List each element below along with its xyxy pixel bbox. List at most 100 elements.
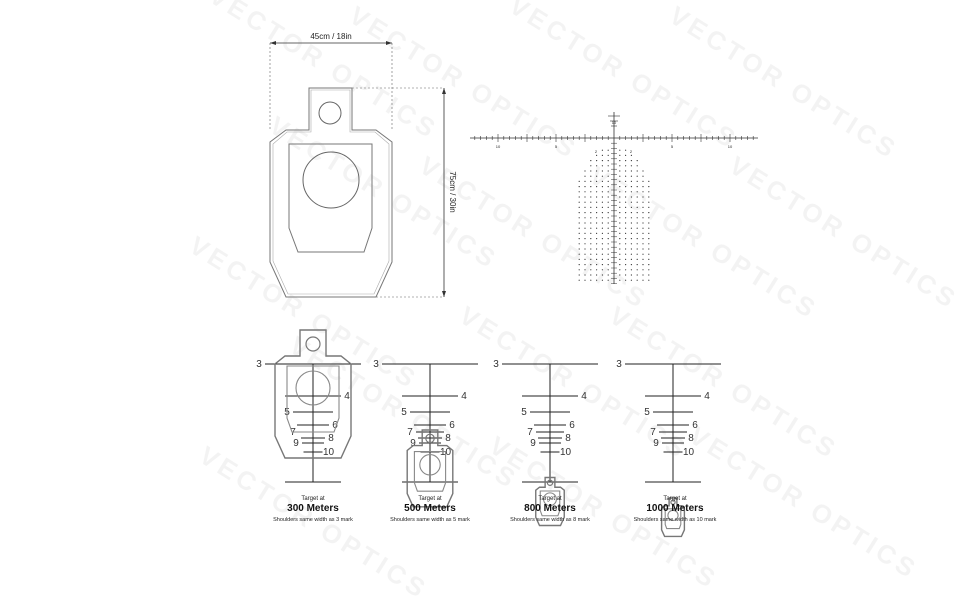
arrow-down-icon xyxy=(442,291,446,297)
reticle-dot xyxy=(648,248,650,250)
reticle-dot xyxy=(601,232,604,234)
reticle-dot xyxy=(619,258,621,260)
reticle-dot xyxy=(607,243,609,245)
reticle-dot xyxy=(601,264,604,266)
reticle-dot xyxy=(648,279,650,281)
reticle-dot xyxy=(578,248,580,250)
reticle-dot xyxy=(584,186,586,188)
reticle-dot xyxy=(596,264,598,266)
reticle-dot xyxy=(584,206,586,208)
reticle-dot xyxy=(619,170,621,172)
reticle-dot xyxy=(636,274,638,276)
reticle-dot xyxy=(578,201,580,203)
reticle-dot xyxy=(648,227,650,229)
reticle-dot xyxy=(642,206,644,208)
reticle-h-number: 5 xyxy=(555,144,558,149)
reticle-dot xyxy=(636,206,638,208)
reticle-dot xyxy=(619,191,621,193)
reticle-top-number: 10 xyxy=(612,120,617,125)
holdover-dots xyxy=(578,149,650,281)
body-circle xyxy=(302,151,360,209)
reticle-dot xyxy=(601,165,604,167)
reticle-dot xyxy=(648,206,650,208)
reticle-dot xyxy=(596,160,598,162)
reticle-dot xyxy=(642,258,644,260)
reticle-dot xyxy=(584,264,586,266)
reticle-dot xyxy=(596,253,598,255)
reticle-dot xyxy=(596,175,598,177)
reticle-dot xyxy=(590,253,592,255)
stadia-mark-label: 8 xyxy=(328,433,334,444)
reticle-dot xyxy=(630,279,633,281)
panel-distance: 300 Meters xyxy=(287,503,339,514)
stadia-mark-label: 3 xyxy=(616,359,622,370)
reticle-dot xyxy=(636,279,638,281)
reticle-dot xyxy=(607,154,609,156)
reticle-dot xyxy=(590,274,592,276)
horizontal-ticks xyxy=(474,134,754,284)
reticle-dot xyxy=(619,196,621,198)
reticle-dot xyxy=(607,149,609,151)
reticle-dot xyxy=(636,253,638,255)
reticle-dot xyxy=(636,222,638,224)
reticle-dot xyxy=(642,248,644,250)
reticle-dot xyxy=(648,201,650,203)
panel-note: Shoulders same width as 5 mark xyxy=(390,517,470,523)
reticle-dot xyxy=(607,248,609,250)
reticle-dot xyxy=(625,232,627,234)
reticle-dot xyxy=(630,253,633,255)
reticle-dot xyxy=(619,253,621,255)
stadia-mark-label: 7 xyxy=(407,427,413,438)
reticle-dot xyxy=(607,175,609,177)
reticle-dot xyxy=(596,238,598,240)
reticle-dot xyxy=(642,253,644,255)
reticle-dot xyxy=(619,212,621,214)
reticle-dot xyxy=(601,274,604,276)
reticle-dot xyxy=(642,274,644,276)
reticle-dot xyxy=(601,222,604,224)
reticle-dot xyxy=(607,217,609,219)
reticle-dot xyxy=(636,165,638,167)
reticle-dot xyxy=(607,264,609,266)
arrow-right-icon xyxy=(386,41,392,45)
reticle-dot xyxy=(596,154,598,156)
reticle-dot xyxy=(578,243,580,245)
reticle-dot xyxy=(607,201,609,203)
reticle-dot xyxy=(607,269,609,271)
stadia-mark-label: 8 xyxy=(688,433,694,444)
reticle-dot xyxy=(636,264,638,266)
reticle-dot xyxy=(630,227,633,229)
reticle-dot xyxy=(590,238,592,240)
reticle-dot xyxy=(636,180,638,182)
reticle-dot xyxy=(636,258,638,260)
reticle-dot xyxy=(619,238,621,240)
reticle-dot xyxy=(636,196,638,198)
reticle-dot xyxy=(607,165,609,167)
reticle-dot xyxy=(642,217,644,219)
reticle-dot xyxy=(584,253,586,255)
stadia-mark-label: 4 xyxy=(344,391,350,402)
reticle-dot xyxy=(607,196,609,198)
reticle-h-number: 10 xyxy=(496,144,501,149)
reticle-dot xyxy=(625,248,627,250)
reticle-dot xyxy=(601,253,604,255)
panel-target-silhouette xyxy=(660,497,686,538)
stadia-mark-label: 10 xyxy=(323,447,335,458)
reticle-dot xyxy=(578,264,580,266)
reticle-dot xyxy=(590,248,592,250)
panel-distance: 800 Meters xyxy=(524,503,576,514)
reticle-dot xyxy=(642,180,644,182)
stadia-mark-label: 8 xyxy=(565,433,571,444)
reticle-dot xyxy=(619,269,621,271)
reticle-dot xyxy=(625,160,627,162)
reticle-h-number: 5 xyxy=(671,144,674,149)
reticle-dot xyxy=(590,232,592,234)
reticle-dot xyxy=(630,191,633,193)
reticle-dot xyxy=(648,196,650,198)
reticle-dot xyxy=(619,165,621,167)
reticle-dot xyxy=(625,154,627,156)
reticle-dot xyxy=(648,232,650,234)
panel-target-at: Target at xyxy=(663,496,687,502)
reticle-dot xyxy=(619,248,621,250)
